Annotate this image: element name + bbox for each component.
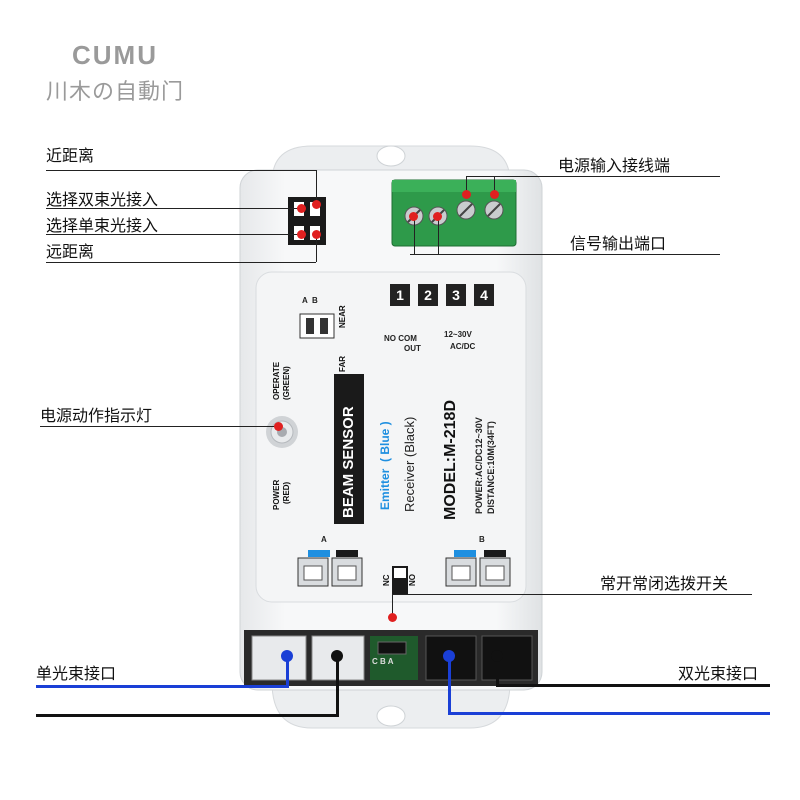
dual-beam-black-terminal bbox=[491, 650, 503, 662]
near-dot bbox=[312, 200, 321, 209]
brand-logo-text: CUMU bbox=[72, 40, 158, 70]
signal-output-dot-2 bbox=[433, 212, 442, 221]
dip-b-label: B bbox=[312, 296, 318, 305]
receiver-label: Receiver (Black) bbox=[402, 416, 417, 512]
single-beam-black-wire bbox=[36, 714, 338, 717]
dual-beam-blue-wire bbox=[448, 712, 770, 715]
power-input-dot-1 bbox=[462, 190, 471, 199]
dual-beam-blue-terminal bbox=[443, 650, 455, 662]
terminal-number-1: 1 bbox=[390, 284, 410, 306]
out-label: OUT bbox=[404, 344, 421, 353]
brand-subtitle: 川木の自動门 bbox=[46, 80, 185, 105]
dual-beam-dot bbox=[297, 204, 306, 213]
no-label: NO bbox=[408, 574, 417, 586]
voltage-label: 12~30V bbox=[444, 330, 472, 339]
nc-label: NC bbox=[382, 574, 391, 586]
operate-label: OPERATE bbox=[272, 361, 281, 400]
callout-power-indicator: 电源动作指示灯 bbox=[40, 406, 153, 425]
terminal-number-2: 2 bbox=[418, 284, 438, 306]
sensor-device bbox=[239, 145, 543, 729]
power-indicator-dot bbox=[274, 422, 283, 431]
callout-far-distance: 远距离 bbox=[46, 242, 95, 261]
single-beam-blue-wire bbox=[36, 685, 288, 688]
near-label: NEAR bbox=[338, 305, 347, 328]
no-com-label: NO COM bbox=[384, 334, 417, 343]
model-label: MODEL:M-218D bbox=[442, 399, 459, 520]
connector-b-label: B bbox=[479, 535, 485, 544]
callout-single-beam-select: 选择单束光接入 bbox=[46, 216, 159, 235]
far-dot bbox=[312, 230, 321, 239]
callout-signal-output-port: 信号输出端口 bbox=[570, 234, 667, 253]
power-led-color-label: (RED) bbox=[282, 481, 291, 504]
single-beam-blue-terminal bbox=[281, 650, 293, 662]
single-beam-black-terminal bbox=[331, 650, 343, 662]
single-beam-dot bbox=[297, 230, 306, 239]
dip-a-label: A bbox=[302, 296, 308, 305]
bottom-cba-label: C B A bbox=[372, 657, 394, 666]
operate-color-label: (GREEN) bbox=[282, 366, 291, 400]
signal-output-dot-1 bbox=[409, 212, 418, 221]
distance-spec-label: DISTANCE:10M(34FT) bbox=[486, 421, 496, 514]
power-spec-label: POWER:AC/DC12~30V bbox=[474, 417, 484, 514]
terminal-number-4: 4 bbox=[474, 284, 494, 306]
no-nc-switch-dot bbox=[388, 613, 397, 622]
power-led-label: POWER bbox=[272, 479, 281, 510]
callout-single-beam-port: 单光束接口 bbox=[36, 664, 117, 683]
callout-near-distance: 近距离 bbox=[46, 146, 95, 165]
callout-dual-beam-select: 选择双束光接入 bbox=[46, 190, 159, 209]
far-label: FAR bbox=[338, 356, 347, 372]
acdc-label: AC/DC bbox=[450, 342, 476, 351]
dual-beam-black-wire bbox=[496, 684, 770, 687]
beam-sensor-title: BEAM SENSOR bbox=[340, 406, 357, 518]
callout-no-nc-switch: 常开常闭选拨开关 bbox=[600, 574, 729, 593]
callout-dual-beam-port: 双光束接口 bbox=[678, 664, 759, 683]
emitter-label: Emitter bbox=[378, 468, 392, 510]
connector-a-label: A bbox=[321, 535, 327, 544]
callout-power-input-terminal: 电源输入接线端 bbox=[558, 156, 671, 175]
emitter-color-label: ( Blue ) bbox=[378, 421, 392, 462]
power-input-dot-2 bbox=[490, 190, 499, 199]
terminal-number-3: 3 bbox=[446, 284, 466, 306]
